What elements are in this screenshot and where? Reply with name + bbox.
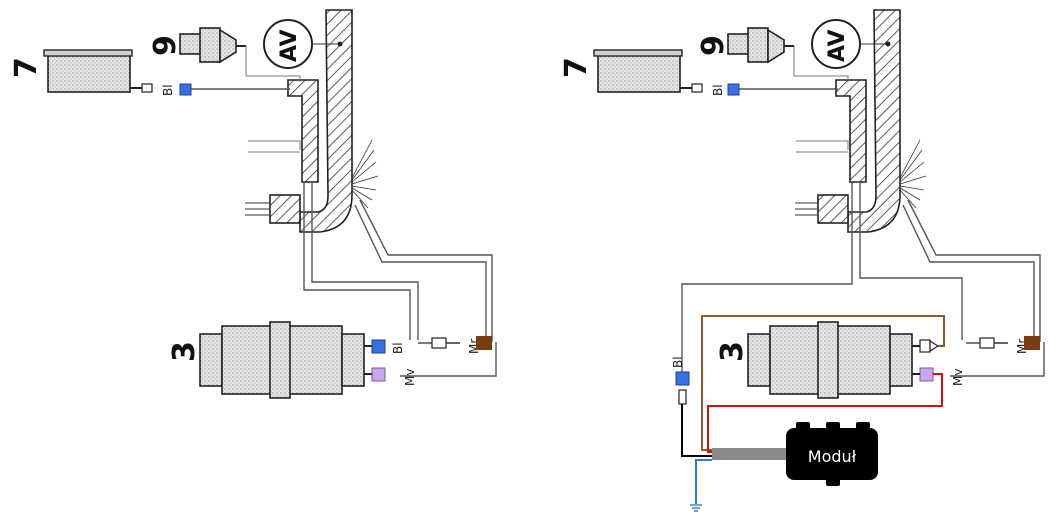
right-blue-connector-side — [675, 371, 690, 386]
right-label-bl-side: Bl — [671, 356, 685, 368]
right-harness-fan — [899, 139, 927, 209]
left-av-gauge: AV — [263, 19, 343, 69]
left-label-9: 9 — [148, 35, 183, 56]
right-bracket-lines — [795, 202, 818, 216]
left-blue-connector-mid — [371, 339, 386, 354]
module-label: Moduł — [808, 447, 857, 466]
left-label-bl-mid: Bl — [391, 342, 405, 354]
ground-wire — [695, 459, 712, 504]
left-label-mv: Mv — [403, 369, 417, 386]
right-component-7 — [593, 49, 703, 93]
right-bracket — [817, 194, 849, 224]
right-blue-connector-top — [727, 83, 740, 96]
right-diagram: 7 Bl 9 AV — [559, 9, 1045, 512]
right-bulkhead — [847, 9, 901, 233]
left-bracket-lines — [245, 202, 270, 216]
brown-wire — [701, 315, 945, 451]
left-bracket — [269, 194, 301, 224]
right-label-7: 7 — [559, 57, 594, 78]
left-lavender-connector — [371, 367, 386, 382]
left-harness-fan — [351, 139, 379, 209]
svg-text:AV: AV — [277, 29, 302, 62]
right-brown-connector — [1024, 336, 1040, 350]
left-inner-duct — [287, 79, 319, 183]
left-mr-plug — [418, 337, 460, 349]
ground-icon — [690, 504, 702, 512]
red-wire — [707, 373, 943, 453]
left-harness-wires — [303, 182, 497, 377]
right-component-3 — [747, 321, 920, 399]
right-component-3-plug — [919, 339, 940, 353]
right-lavender-connector — [919, 367, 934, 382]
right-harness-wires — [681, 182, 1045, 377]
right-label-3: 3 — [715, 341, 750, 362]
left-diagram: 7 Bl 9 AV — [9, 9, 497, 399]
right-label-mv: Mv — [951, 369, 965, 386]
left-component-9 — [179, 27, 301, 82]
svg-text:AV: AV — [825, 29, 850, 62]
module-cable — [712, 448, 792, 460]
left-label-3: 3 — [167, 341, 202, 362]
right-label-9: 9 — [696, 35, 731, 56]
right-mr-plug — [966, 337, 1008, 349]
right-ref-lines — [796, 140, 849, 153]
left-bulkhead — [299, 9, 353, 233]
module-box: Moduł — [786, 422, 878, 486]
left-component-7 — [43, 49, 153, 93]
left-label-bl-top: Bl — [161, 84, 175, 96]
right-av-gauge: AV — [811, 19, 891, 69]
left-blue-connector-top — [179, 83, 192, 96]
left-component-3 — [199, 321, 372, 399]
right-side-plug — [678, 389, 687, 405]
left-label-7: 7 — [9, 57, 44, 78]
left-ref-lines — [248, 140, 301, 153]
black-wire — [681, 404, 712, 457]
right-inner-duct — [835, 79, 867, 183]
right-label-bl-top: Bl — [711, 84, 725, 96]
left-brown-connector — [476, 336, 492, 350]
right-component-9 — [727, 27, 849, 82]
